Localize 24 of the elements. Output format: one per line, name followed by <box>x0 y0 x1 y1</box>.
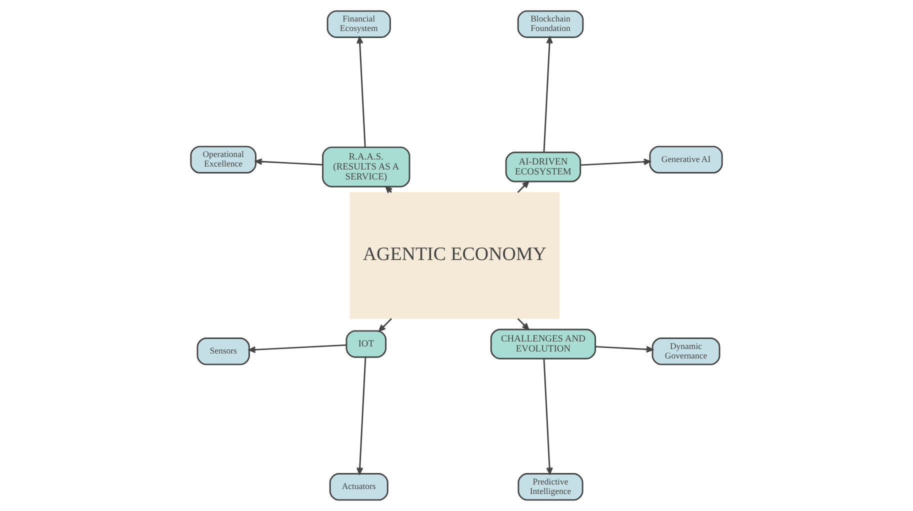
node-box: Blockchain Foundation <box>517 10 584 38</box>
node-box: R.A.A.S. (RESULTS AS A SERVICE) <box>322 146 410 188</box>
node-box: Operational Excellence <box>190 146 256 174</box>
node-box: Generative AI <box>649 146 723 174</box>
node-box: Sensors <box>196 337 250 366</box>
arrow <box>517 318 530 330</box>
node-box: AGENTIC ECONOMY <box>350 192 560 319</box>
node-box: Financial Ecosystem <box>326 10 391 38</box>
arrow <box>248 344 346 354</box>
node-box: Predictive Intelligence <box>518 473 584 501</box>
arrow <box>580 158 651 166</box>
node-box: Dynamic Governance <box>652 337 720 366</box>
arrow <box>543 358 553 474</box>
arrow <box>356 357 366 474</box>
arrow <box>356 36 366 148</box>
arrow <box>255 158 323 166</box>
node-box: Actuators <box>329 473 388 501</box>
arrow <box>378 318 392 332</box>
node-box: CHALLENGES AND EVOLUTION <box>490 328 596 360</box>
node-box: IOT <box>346 330 387 358</box>
arrow <box>517 181 530 193</box>
node-box: AI-DRIVEN ECOSYSTEM <box>505 152 582 182</box>
arrow <box>543 36 553 152</box>
arrow <box>595 346 654 353</box>
